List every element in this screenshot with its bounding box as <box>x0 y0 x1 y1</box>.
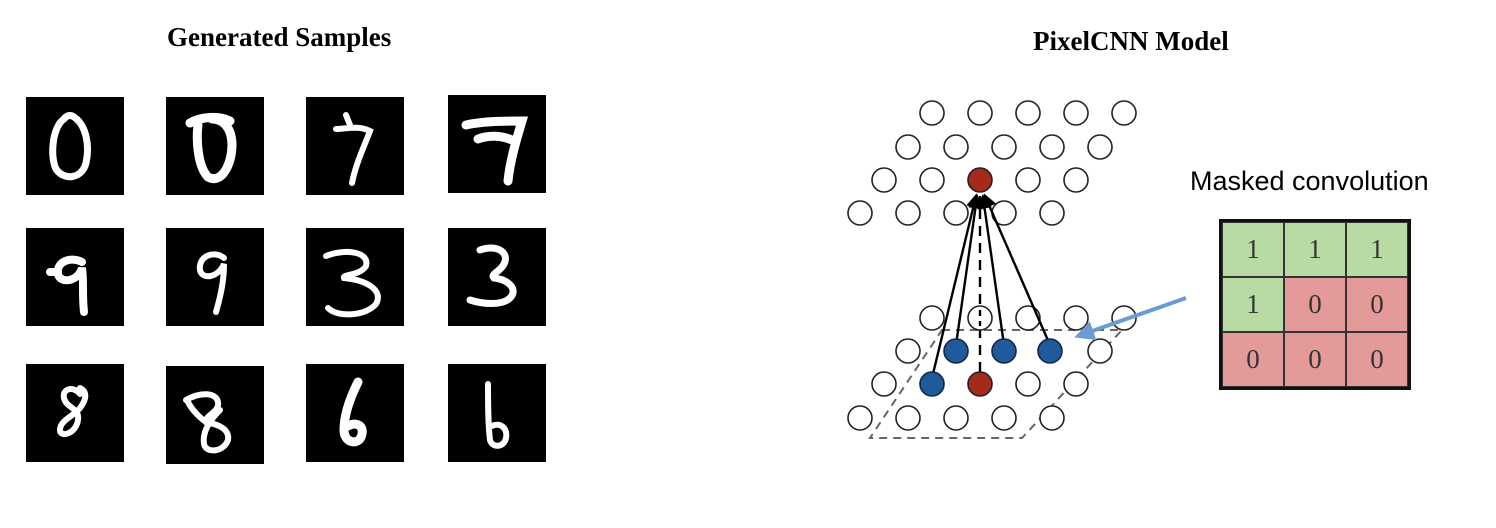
context-pixels <box>919 338 1063 397</box>
mask-cell: 0 <box>1346 332 1408 387</box>
mask-cell: 1 <box>1222 222 1284 277</box>
sample-digit-0-a <box>26 97 124 195</box>
sample-digit-6-a <box>306 364 404 462</box>
digit-8-icon <box>56 385 89 438</box>
mask-kernel-grid: 1 1 1 1 0 0 0 0 0 <box>1219 219 1411 390</box>
mask-cell: 0 <box>1284 332 1346 387</box>
digit-0-icon <box>49 112 91 181</box>
digit-3-icon <box>323 248 381 318</box>
sample-digit-3-b <box>448 228 546 326</box>
sample-digit-0-b <box>166 97 264 195</box>
digit-0-icon <box>185 112 237 184</box>
digit-7-icon <box>333 112 374 186</box>
sample-digit-3-a <box>306 228 404 326</box>
digit-7-icon <box>461 116 529 186</box>
digit-6-icon <box>339 377 367 447</box>
mask-cell: 0 <box>1346 277 1408 332</box>
mask-cell: 1 <box>1284 222 1346 277</box>
masked-convolution-label: Masked convolution <box>1190 166 1429 196</box>
mask-cell: 1 <box>1346 222 1408 277</box>
sample-digit-7-b <box>448 95 546 193</box>
digit-9-icon <box>196 251 227 315</box>
sample-digit-8-a <box>26 364 124 462</box>
generated-samples-title: Generated Samples <box>167 22 392 52</box>
connection-arrows <box>930 193 1052 379</box>
sample-digit-8-b <box>166 366 264 464</box>
mask-cell: 0 <box>1284 277 1346 332</box>
mask-cell: 0 <box>1222 332 1284 387</box>
lower-pixel-unmasked-center <box>967 305 993 331</box>
lower-layer <box>847 305 1137 431</box>
digit-8-icon <box>183 391 232 454</box>
sample-digit-9-a <box>26 228 124 326</box>
sample-digit-7-a <box>306 97 404 195</box>
upper-layer <box>847 100 1137 226</box>
target-pixel-output <box>967 167 993 193</box>
target-pixel-input <box>967 371 993 397</box>
sample-digit-6-b <box>448 364 546 462</box>
mask-cell: 1 <box>1222 277 1284 332</box>
sample-digit-9-b <box>166 228 264 326</box>
pixelcnn-model-title: PixelCNN Model <box>1033 26 1229 56</box>
digit-3-icon <box>466 244 517 307</box>
receptive-field-outline <box>868 329 1125 439</box>
mask-pointer-arrow <box>1074 296 1187 341</box>
digit-9-icon <box>46 255 88 316</box>
digit-6-icon <box>485 381 510 449</box>
